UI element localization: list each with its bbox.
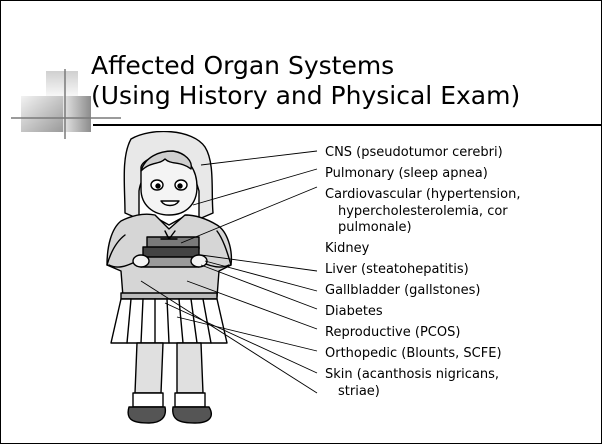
list-item: Kidney [325,241,597,258]
list-item-line: Kidney [325,241,597,258]
list-item-line: Reproductive (PCOS) [325,325,597,342]
list-item-line: hypercholesterolemia, cor [325,204,597,221]
list-item: Skin (acanthosis nigricans, striae) [325,367,597,400]
list-item-line: pulmonale) [325,220,597,237]
list-item: Reproductive (PCOS) [325,325,597,342]
list-item-line: striae) [325,384,597,401]
list-item-line: Liver (steatohepatitis) [325,262,597,279]
list-item-line: Diabetes [325,304,597,321]
slide-title: Affected Organ Systems (Using History an… [91,51,520,111]
list-item: Gallbladder (gallstones) [325,283,597,300]
list-item: Liver (steatohepatitis) [325,262,597,279]
list-item: Diabetes [325,304,597,321]
list-item-line: Pulmonary (sleep apnea) [325,166,597,183]
slide-title-line-1: Affected Organ Systems [91,51,520,81]
list-item-line: Gallbladder (gallstones) [325,283,597,300]
list-item-line: CNS (pseudotumor cerebri) [325,145,597,162]
title-underline [93,124,601,126]
list-item: Cardiovascular (hypertension, hyperchole… [325,187,597,237]
list-item-line: Skin (acanthosis nigricans, [325,367,597,384]
slide-title-line-2: (Using History and Physical Exam) [91,81,520,111]
list-item-line: Orthopedic (Blounts, SCFE) [325,346,597,363]
organ-system-list: CNS (pseudotumor cerebri) Pulmonary (sle… [325,145,597,405]
girl-illustration [81,131,331,443]
list-item: CNS (pseudotumor cerebri) [325,145,597,162]
list-item-line: Cardiovascular (hypertension, [325,187,597,204]
list-item: Pulmonary (sleep apnea) [325,166,597,183]
list-item: Orthopedic (Blounts, SCFE) [325,346,597,363]
